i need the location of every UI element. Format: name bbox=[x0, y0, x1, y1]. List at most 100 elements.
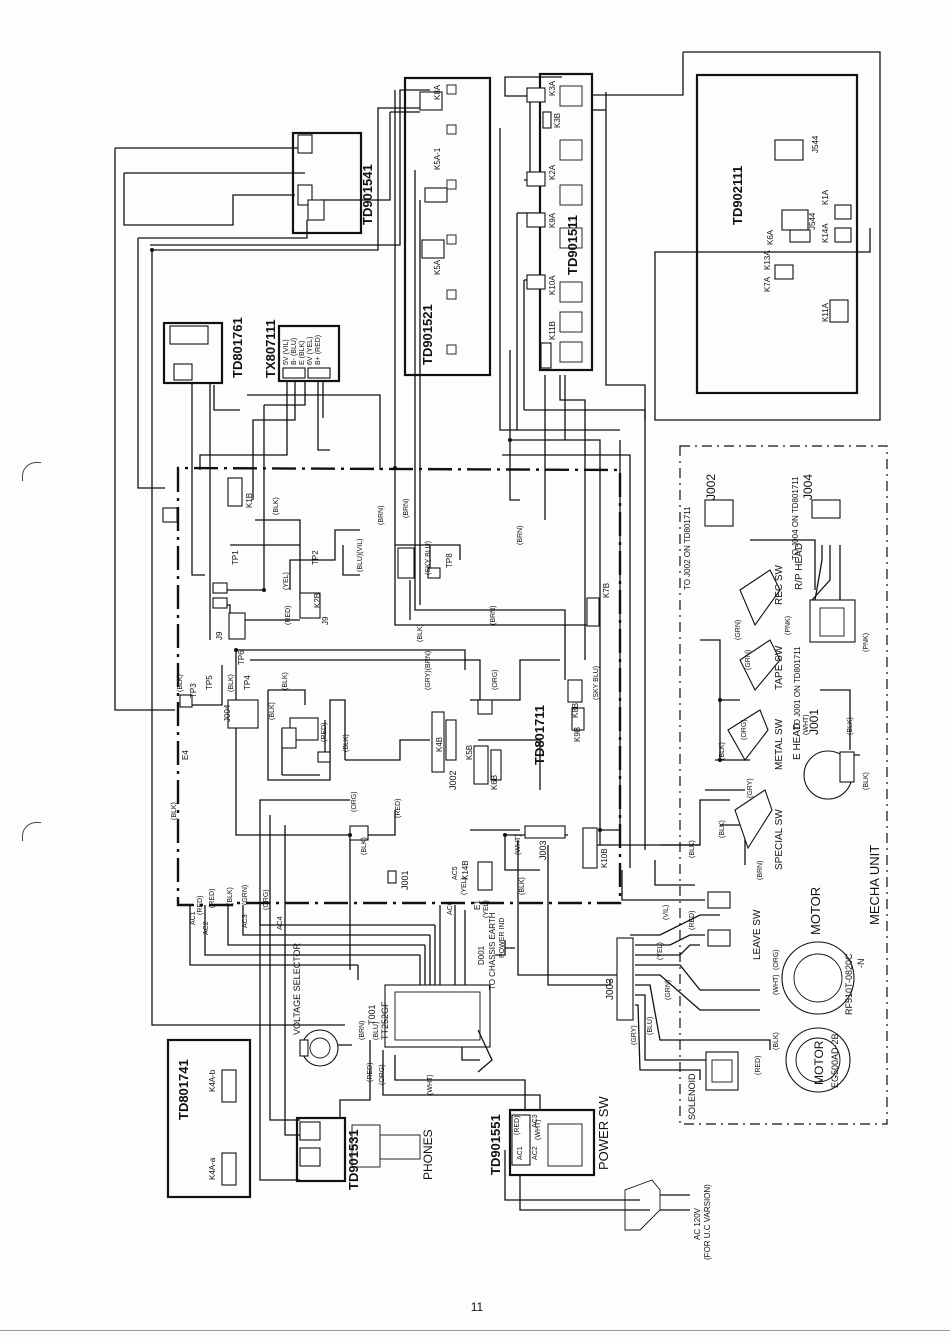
power-labels: VOLTAGE SELECTOR T001 TT252GF PHONES POW… bbox=[292, 912, 712, 1260]
label-k6b: K6B bbox=[490, 775, 499, 790]
wire-label: (YEL) bbox=[657, 942, 664, 960]
label-solenoid: SOLENOID bbox=[687, 1073, 697, 1120]
wire-label: (BLK) bbox=[519, 877, 526, 895]
label-k3a: K3A bbox=[548, 80, 557, 96]
label-k5a: K5A bbox=[433, 259, 442, 275]
wire-label: (YEL) bbox=[283, 572, 290, 590]
label-e4: E4 bbox=[181, 750, 190, 760]
wire-label: (WHT) bbox=[427, 1074, 434, 1095]
junction-dots bbox=[150, 248, 722, 837]
wire-label: (WHT) bbox=[515, 834, 522, 855]
tx-pin-5v: 5V (VIL) bbox=[283, 339, 290, 365]
label-voltage-selector: VOLTAGE SELECTOR bbox=[292, 942, 302, 1035]
label-td801761: TD801761 bbox=[230, 317, 245, 378]
label-td901551: TD901551 bbox=[488, 1114, 503, 1175]
wire-label: (BLU)(VIL) bbox=[357, 539, 364, 572]
wire-label: (SKY BLU) bbox=[593, 666, 600, 700]
connector-labels: J003 J001 J002 J003 K1A K2A K3A K3B K5A … bbox=[181, 80, 830, 1180]
label-td801711: TD801711 bbox=[532, 705, 547, 765]
label-e1: E1 bbox=[473, 900, 482, 910]
wire-label: (YEL) bbox=[483, 900, 490, 918]
wire-label: (BLU) bbox=[373, 1022, 380, 1040]
label-k14b: K14B bbox=[461, 860, 470, 880]
label-k11b: K11B bbox=[548, 321, 557, 340]
label-motor-2-model: EG500AD-2B bbox=[830, 1033, 840, 1088]
label-j001-note: TO J001 ON TD801711 bbox=[793, 646, 802, 730]
wire-label: (WHT) bbox=[773, 974, 780, 995]
label-tp3: TP3 bbox=[189, 683, 198, 698]
label-j001: J001 bbox=[400, 870, 410, 890]
wire-label: (RED) bbox=[209, 889, 216, 908]
wire-label: (GRY) bbox=[631, 1025, 638, 1045]
label-tape-sw: TAPE SW bbox=[774, 645, 785, 690]
wire-label: (GRN) bbox=[745, 650, 752, 670]
wire-label: (BRN) bbox=[378, 506, 385, 525]
wire-label: (SKY BLU) bbox=[425, 541, 432, 575]
label-k2a: K2A bbox=[548, 164, 557, 180]
board-td901541 bbox=[291, 131, 363, 235]
wire-label: (RED) bbox=[514, 1116, 521, 1135]
wire-label: (RED) bbox=[321, 723, 328, 742]
board-labels: TD901541 TD901521 TD901511 TD902111 TD80… bbox=[176, 164, 745, 1190]
label-k10a: K10A bbox=[548, 275, 557, 295]
board-td901521 bbox=[403, 76, 492, 377]
label-k8b: K8B bbox=[571, 703, 580, 718]
mecha-labels: MECHA UNIT TO J002 ON TD801711 J002 TO J… bbox=[683, 474, 882, 1120]
label-t001: T001 bbox=[367, 1004, 377, 1025]
wire-label: (BLK) bbox=[361, 837, 368, 855]
wire-label: (PNK) bbox=[785, 616, 792, 635]
label-j002-mecha: J002 bbox=[704, 474, 718, 500]
label-k8a: K8A bbox=[433, 84, 442, 100]
label-ac-note-1: AC 120V bbox=[693, 1207, 702, 1240]
wire-label: (BLK) bbox=[228, 674, 235, 692]
label-chassis-earth: TO CHASSIS EARTH bbox=[488, 912, 497, 990]
label-j9: J9 bbox=[215, 631, 224, 640]
wire-label: (BLK) bbox=[863, 772, 870, 790]
board-tx807111 bbox=[277, 324, 341, 383]
label-phones: PHONES bbox=[421, 1129, 435, 1180]
wire-label: (BLK) bbox=[719, 820, 726, 838]
connectors bbox=[162, 84, 856, 1231]
wire-label: AC2 bbox=[203, 921, 210, 935]
wire-label: AC4 bbox=[277, 916, 284, 930]
label-j004-note: TO J004 ON TD801711 bbox=[791, 476, 800, 560]
label-tp5: TP5 bbox=[205, 675, 214, 690]
label-leave-sw: LEAVE SW bbox=[752, 909, 763, 960]
label-tp4: TP4 bbox=[243, 675, 252, 690]
label-j002-note: TO J002 ON TD801711 bbox=[683, 506, 692, 590]
label-j001-mecha: J001 bbox=[807, 709, 821, 735]
label-motor-1: MOTOR bbox=[808, 887, 823, 935]
label-rec-sw: REC SW bbox=[774, 564, 785, 605]
label-k7a: K7A bbox=[763, 276, 772, 292]
board-td902111 bbox=[695, 73, 859, 395]
wire-label: (BLK) bbox=[282, 672, 289, 690]
wire-label: (ORG) bbox=[351, 791, 358, 812]
board-td801741 bbox=[166, 1038, 252, 1199]
wire-label: (BLK) bbox=[273, 497, 280, 515]
label-power-ind: POWER IND bbox=[499, 918, 506, 958]
binder-hole-mark bbox=[22, 462, 41, 481]
label-k3b: K3B bbox=[553, 113, 562, 128]
wire-label: (ORG) bbox=[492, 669, 499, 690]
label-motor-1-model: RF510T-0820C bbox=[844, 953, 854, 1015]
wire-label: (GRN) bbox=[665, 980, 672, 1000]
wire-label: (ORG) bbox=[773, 949, 780, 970]
wire-label: AC1 bbox=[190, 911, 197, 925]
label-k5b: K5B bbox=[465, 745, 474, 760]
wire-label: AC2 bbox=[532, 1146, 539, 1160]
label-k14a: K14A bbox=[821, 223, 830, 243]
label-motor-1-suffix: -N bbox=[856, 959, 866, 969]
label-t001-model: TT252GF bbox=[380, 1001, 390, 1040]
wire-label: (BLK) bbox=[417, 624, 424, 642]
label-special-sw: SPECIAL SW bbox=[774, 809, 785, 870]
label-td801741: TD801741 bbox=[176, 1059, 191, 1120]
wire-label: (BLU) bbox=[647, 1017, 654, 1035]
wire-label: (WHT) bbox=[803, 714, 810, 735]
bottom-rule bbox=[0, 1330, 950, 1331]
wire-label: (RED) bbox=[197, 896, 204, 915]
label-td901511: TD901511 bbox=[565, 215, 580, 275]
wire-label: (RED) bbox=[689, 911, 696, 930]
label-k10b: K10B bbox=[600, 848, 609, 868]
label-d001: D001 bbox=[477, 945, 486, 965]
label-tp2: TP2 bbox=[311, 550, 320, 565]
